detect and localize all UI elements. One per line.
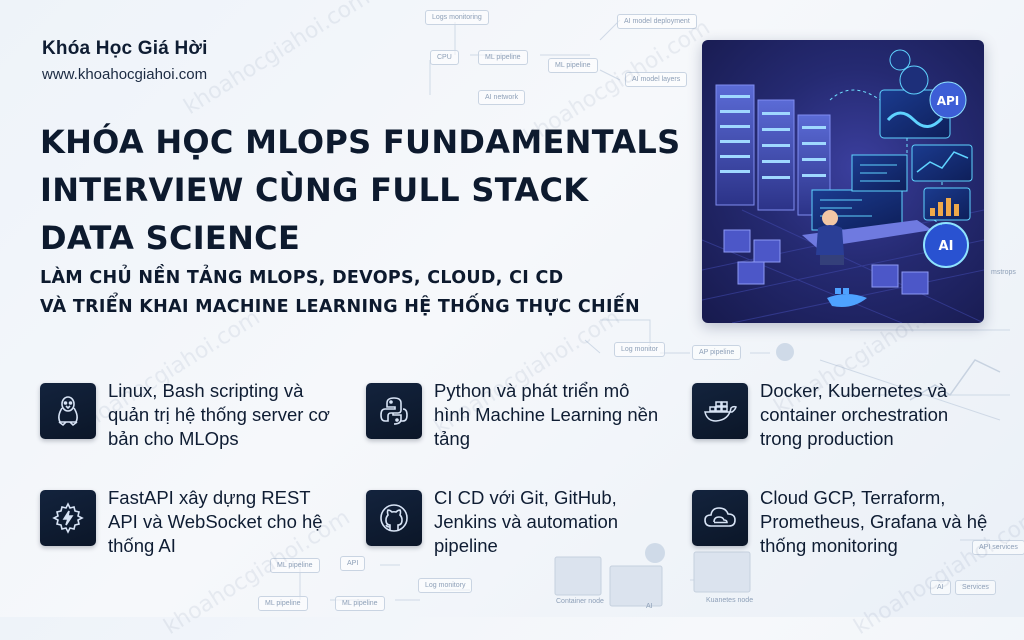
- feature-text: Cloud GCP, Terraform, Prometheus, Grafan…: [760, 487, 988, 556]
- bg-node: API services: [972, 540, 1024, 555]
- brand-name: Khóa Học Giá Hời: [42, 38, 208, 59]
- cloud-icon: [692, 490, 748, 546]
- bg-node: ML pipeline: [548, 58, 598, 73]
- bg-node: AP pipeline: [692, 345, 742, 360]
- feature-docker: Docker, Kubernetes và container orchestr…: [692, 380, 990, 451]
- bg-node: mstrops: [991, 269, 1016, 276]
- bg-node: AI network: [478, 90, 526, 105]
- docker-whale-icon: [827, 288, 867, 307]
- feature-text: Python và phát triển mô hình Machine Lea…: [434, 380, 659, 449]
- api-badge-icon: API: [929, 81, 967, 119]
- brain-icon: [899, 65, 929, 95]
- feature-text: Docker, Kubernetes và container orchestr…: [760, 380, 949, 449]
- bg-node: ML pipeline: [258, 596, 308, 611]
- feature-text: Linux, Bash scripting và quản trị hệ thố…: [108, 380, 330, 449]
- bg-node: AI model layers: [625, 72, 688, 87]
- api-label: API: [937, 94, 960, 108]
- bg-node: Container node: [556, 598, 604, 605]
- linux-penguin-icon: [40, 383, 96, 439]
- ai-orb-icon: AI: [923, 222, 969, 268]
- title-line: DATA SCIENCE: [40, 219, 301, 257]
- feature-linux: Linux, Bash scripting và quản trị hệ thố…: [40, 380, 338, 451]
- page-subtitle: LÀM CHỦ NỀN TẢNG MLOPS, DEVOPS, CLOUD, C…: [40, 264, 690, 322]
- fastapi-bolt-gear-icon: [40, 490, 96, 546]
- brand-block: Khóa Học Giá Hời www.khoahocgiahoi.com: [42, 38, 208, 83]
- page-title: KHÓA HỌC MLOPS FUNDAMENTALS INTERVIEW CÙ…: [40, 118, 690, 262]
- background-diagram: Logs monitoring CPU ML pipeline ML pipel…: [70, 0, 1024, 640]
- datacenter-illustration: API AI: [702, 49, 984, 323]
- subtitle-line: VÀ TRIỂN KHAI MACHINE LEARNING HỆ THỐNG …: [40, 297, 640, 317]
- bg-node: Log monitory: [418, 578, 473, 593]
- background-lines: [299, 19, 1010, 607]
- feature-cicd: CI CD với Git, GitHub, Jenkins và automa…: [366, 487, 664, 558]
- bg-node: AI model deployment: [617, 14, 697, 29]
- bg-node: ML pipeline: [478, 50, 528, 65]
- brand-url: www.khoahocgiahoi.com: [42, 66, 208, 83]
- subtitle-line: LÀM CHỦ NỀN TẢNG MLOPS, DEVOPS, CLOUD, C…: [40, 268, 564, 288]
- title-line: KHÓA HỌC MLOPS FUNDAMENTALS: [40, 123, 681, 161]
- bg-node: CPU: [430, 50, 459, 65]
- hero-illustration: API AI: [702, 40, 984, 323]
- bg-node: AI: [930, 580, 951, 595]
- bg-node: ML pipeline: [270, 558, 320, 573]
- bg-node: Kuanetes node: [706, 597, 754, 604]
- bg-node: Logs monitoring: [425, 10, 489, 25]
- bg-node: AI: [646, 603, 653, 610]
- python-icon: [366, 383, 422, 439]
- docker-icon: [692, 383, 748, 439]
- feature-text: FastAPI xây dựng REST API và WebSocket c…: [108, 487, 323, 556]
- server-rack-icon: [715, 84, 831, 216]
- feature-text: CI CD với Git, GitHub, Jenkins và automa…: [434, 487, 619, 556]
- bg-node: Services: [955, 580, 996, 595]
- title-line: INTERVIEW CÙNG FULL STACK: [40, 171, 589, 209]
- feature-fastapi: FastAPI xây dựng REST API và WebSocket c…: [40, 487, 338, 558]
- bg-node: Log monitor: [614, 342, 665, 357]
- person-icon: [822, 210, 838, 226]
- ai-label: AI: [939, 239, 954, 254]
- feature-python: Python và phát triển mô hình Machine Lea…: [366, 380, 664, 451]
- github-octocat-icon: [366, 490, 422, 546]
- bg-node: API: [340, 556, 366, 571]
- bg-node: ML pipeline: [335, 596, 385, 611]
- feature-cloud: Cloud GCP, Terraform, Prometheus, Grafan…: [692, 487, 990, 558]
